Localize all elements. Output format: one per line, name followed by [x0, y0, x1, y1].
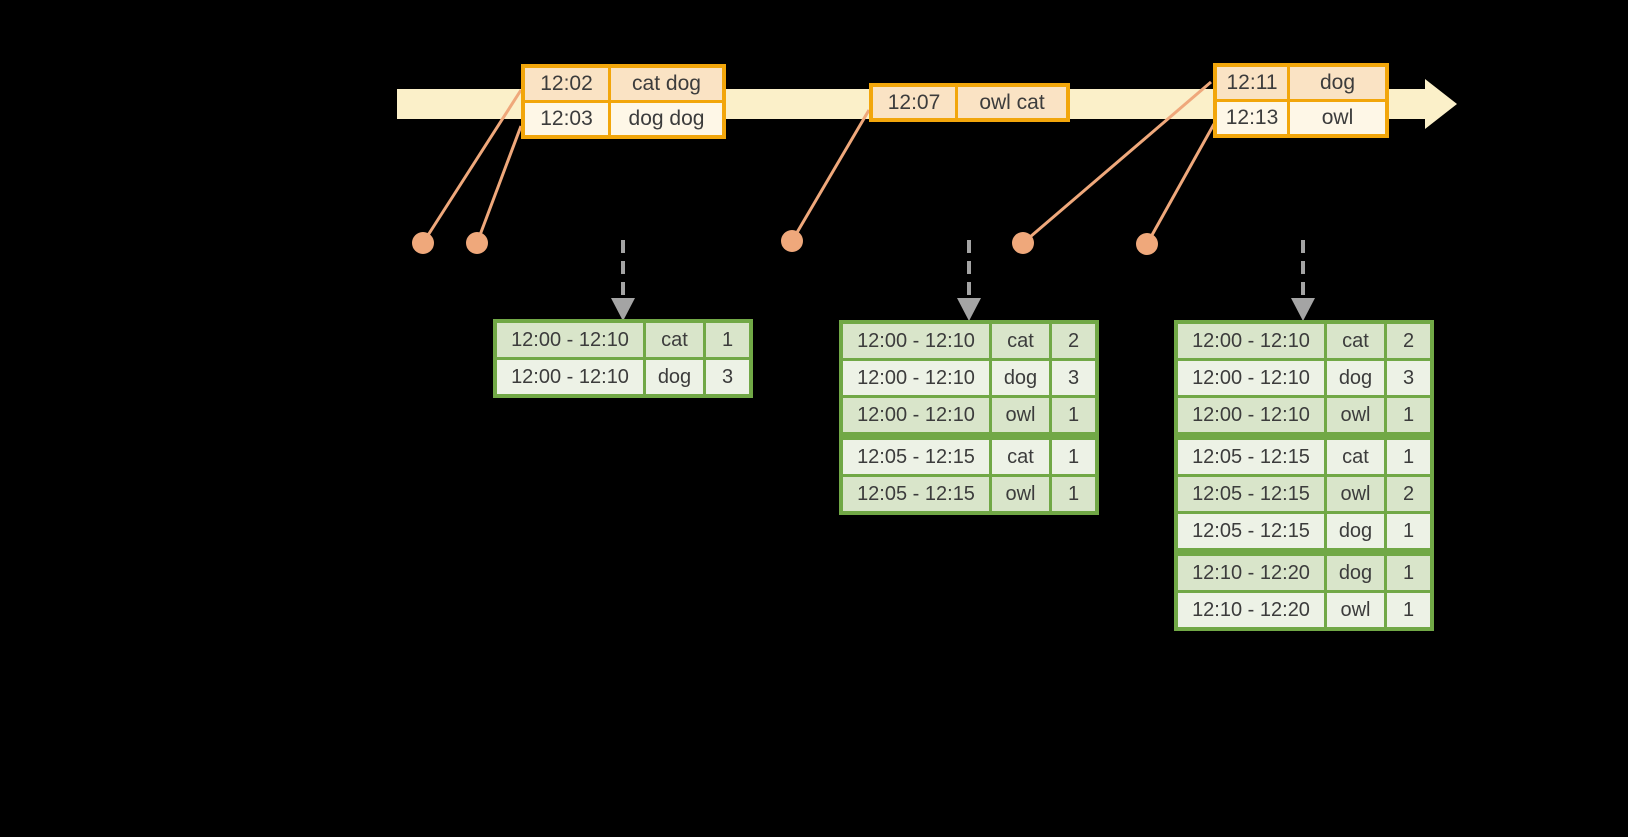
- window-cell: 12:00 - 12:10: [497, 323, 643, 357]
- count-cell: 3: [1052, 361, 1095, 395]
- count-cell: 2: [1052, 324, 1095, 358]
- event-dot: [412, 232, 434, 254]
- count-cell: 1: [1052, 398, 1095, 432]
- event-time-cell: 12:02: [525, 68, 608, 100]
- count-cell: 1: [1387, 514, 1430, 548]
- result-row: 12:05 - 12:15 owl 2: [1178, 477, 1430, 511]
- word-cell: cat: [992, 440, 1049, 474]
- result-row: 12:05 - 12:15 dog 1: [1178, 514, 1430, 548]
- result-table-2: 12:00 - 12:10 cat 2 12:00 - 12:10 dog 3 …: [839, 320, 1099, 515]
- count-cell: 1: [1387, 593, 1430, 627]
- trigger-arrow-down-icon: [611, 240, 635, 321]
- window-cell: 12:10 - 12:20: [1178, 556, 1324, 590]
- word-cell: cat: [646, 323, 703, 357]
- event-words-cell: dog: [1290, 67, 1385, 99]
- count-cell: 3: [706, 360, 749, 394]
- count-cell: 1: [1387, 556, 1430, 590]
- event-table-3: 12:11 dog 12:13 owl: [1213, 63, 1389, 138]
- window-cell: 12:10 - 12:20: [1178, 593, 1324, 627]
- window-cell: 12:05 - 12:15: [843, 440, 989, 474]
- event-dot: [1012, 232, 1034, 254]
- word-cell: owl: [1327, 398, 1384, 432]
- result-row: 12:00 - 12:10 cat 1: [497, 323, 749, 357]
- window-cell: 12:05 - 12:15: [1178, 477, 1324, 511]
- count-cell: 1: [1387, 440, 1430, 474]
- count-cell: 2: [1387, 477, 1430, 511]
- count-cell: 1: [1387, 398, 1430, 432]
- word-cell: owl: [992, 398, 1049, 432]
- word-cell: dog: [1327, 514, 1384, 548]
- result-row: 12:00 - 12:10 dog 3: [843, 361, 1095, 395]
- event-row: 12:07 owl cat: [873, 87, 1066, 118]
- result-row: 12:00 - 12:10 dog 3: [1178, 361, 1430, 395]
- result-row: 12:00 - 12:10 owl 1: [843, 398, 1095, 432]
- event-connector-line: [1022, 80, 1212, 245]
- event-table-1: 12:02 cat dog 12:03 dog dog: [521, 64, 726, 139]
- window-cell: 12:00 - 12:10: [843, 398, 989, 432]
- event-row: 12:11 dog: [1217, 67, 1385, 99]
- event-words-cell: dog dog: [611, 103, 722, 135]
- window-cell: 12:00 - 12:10: [1178, 398, 1324, 432]
- word-cell: cat: [992, 324, 1049, 358]
- word-cell: dog: [992, 361, 1049, 395]
- event-row: 12:13 owl: [1217, 102, 1385, 134]
- event-row: 12:03 dog dog: [525, 103, 722, 135]
- count-cell: 3: [1387, 361, 1430, 395]
- trigger-arrow-down-icon: [1291, 240, 1315, 321]
- event-connector-line: [421, 89, 523, 244]
- event-time-cell: 12:07: [873, 87, 955, 118]
- event-words-cell: cat dog: [611, 68, 722, 100]
- count-cell: 1: [1052, 440, 1095, 474]
- word-cell: owl: [1327, 477, 1384, 511]
- result-row: 12:10 - 12:20 owl 1: [1178, 593, 1430, 627]
- trigger-arrows: [611, 240, 1315, 321]
- event-connector-line: [475, 125, 523, 244]
- window-cell: 12:00 - 12:10: [843, 361, 989, 395]
- window-cell: 12:00 - 12:10: [1178, 324, 1324, 358]
- event-connector-lines: [421, 80, 1216, 245]
- window-cell: 12:00 - 12:10: [843, 324, 989, 358]
- result-row: 12:00 - 12:10 dog 3: [497, 360, 749, 394]
- word-cell: dog: [1327, 556, 1384, 590]
- count-cell: 1: [1052, 477, 1095, 511]
- trigger-arrow-down-icon: [957, 240, 981, 321]
- word-cell: owl: [1327, 593, 1384, 627]
- window-cell: 12:00 - 12:10: [1178, 361, 1324, 395]
- result-table-1: 12:00 - 12:10 cat 1 12:00 - 12:10 dog 3: [493, 319, 753, 398]
- event-dot: [466, 232, 488, 254]
- result-row: 12:00 - 12:10 cat 2: [843, 324, 1095, 358]
- window-cell: 12:05 - 12:15: [1178, 514, 1324, 548]
- word-cell: dog: [1327, 361, 1384, 395]
- event-dot: [1136, 233, 1158, 255]
- result-row: 12:10 - 12:20 dog 1: [1178, 556, 1430, 590]
- event-row: 12:02 cat dog: [525, 68, 722, 100]
- event-words-cell: owl: [1290, 102, 1385, 134]
- event-dot: [781, 230, 803, 252]
- event-connector-line: [790, 109, 871, 242]
- result-row: 12:00 - 12:10 cat 2: [1178, 324, 1430, 358]
- word-cell: cat: [1327, 324, 1384, 358]
- word-cell: dog: [646, 360, 703, 394]
- count-cell: 1: [706, 323, 749, 357]
- event-dots: [412, 230, 1158, 255]
- event-words-cell: owl cat: [958, 87, 1066, 118]
- word-cell: cat: [1327, 440, 1384, 474]
- result-row: 12:05 - 12:15 owl 1: [843, 477, 1095, 511]
- event-table-2: 12:07 owl cat: [869, 83, 1070, 122]
- event-connector-line: [1145, 123, 1216, 245]
- window-cell: 12:05 - 12:15: [843, 477, 989, 511]
- window-cell: 12:00 - 12:10: [497, 360, 643, 394]
- result-table-3: 12:00 - 12:10 cat 2 12:00 - 12:10 dog 3 …: [1174, 320, 1434, 631]
- event-time-cell: 12:13: [1217, 102, 1287, 134]
- event-time-cell: 12:11: [1217, 67, 1287, 99]
- window-cell: 12:05 - 12:15: [1178, 440, 1324, 474]
- result-row: 12:05 - 12:15 cat 1: [843, 440, 1095, 474]
- word-cell: owl: [992, 477, 1049, 511]
- event-time-cell: 12:03: [525, 103, 608, 135]
- result-row: 12:00 - 12:10 owl 1: [1178, 398, 1430, 432]
- result-row: 12:05 - 12:15 cat 1: [1178, 440, 1430, 474]
- count-cell: 2: [1387, 324, 1430, 358]
